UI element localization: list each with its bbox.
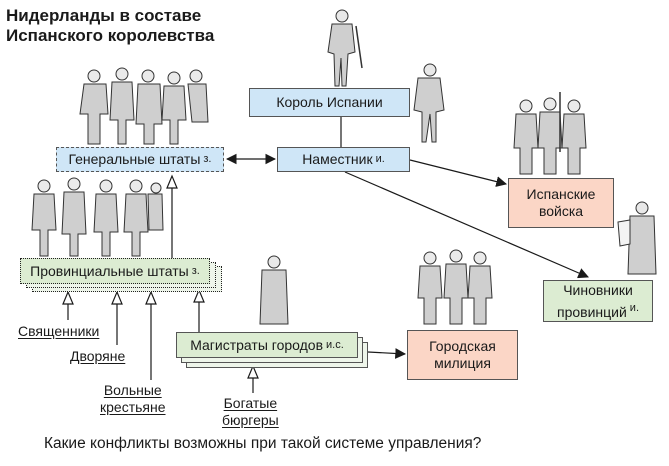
king-of-spain-box: Король Испании xyxy=(249,88,410,117)
free-peasants-line-2: крестьяне xyxy=(100,399,166,415)
rich-burghers-line-2: бюргеры xyxy=(222,412,279,428)
general-states-label: Генеральные штаты xyxy=(68,151,201,167)
namestnik-mark: и. xyxy=(375,153,385,165)
rich-burghers-line-1: Богатые xyxy=(223,395,278,411)
provincial-states-group-illustration xyxy=(31,177,164,257)
city-magistrates-label: Магистраты городов xyxy=(190,336,324,353)
clergy-arrowhead xyxy=(62,290,74,305)
provincial-states-mark: з. xyxy=(191,264,200,277)
title-line-2: Испанского королевства xyxy=(6,26,215,45)
general-states-mark: з. xyxy=(203,153,212,165)
namestnik-to-troops-arrow xyxy=(409,159,508,187)
nobles-label: Дворяне xyxy=(70,348,126,364)
provincial-to-general-arrowhead xyxy=(166,174,178,189)
militia-group-illustration xyxy=(417,249,493,325)
king-figure-illustration xyxy=(327,9,363,87)
discussion-question: Какие конфликты возможны при такой систе… xyxy=(44,435,482,452)
city-militia-line-2: милиция xyxy=(434,355,491,371)
general-states-group-illustration xyxy=(79,67,209,145)
city-militia-box: Городская милиция xyxy=(407,330,518,380)
namestnik-to-officials-arrow xyxy=(344,171,589,279)
burghers-arrowhead xyxy=(247,364,259,379)
title-line-1: Нидерланды в составе xyxy=(6,6,202,25)
diagram-title: Нидерланды в составе Испанского королевс… xyxy=(6,6,214,46)
nobles-arrowhead xyxy=(111,290,123,305)
clergy-label: Священники xyxy=(18,323,100,339)
magistrates-to-provincial-arrowhead xyxy=(193,288,205,303)
official-figure-illustration xyxy=(617,201,657,275)
city-magistrates-mark: и.с. xyxy=(326,338,344,351)
provincial-states-label: Провинциальные штаты xyxy=(30,262,189,279)
provincial-officials-line-1: Чиновники xyxy=(563,282,633,298)
provincial-officials-mark: и. xyxy=(629,302,639,314)
free-peasants-line-1: Вольные xyxy=(103,382,162,398)
spanish-troops-line-2: войска xyxy=(538,203,584,219)
namestnik-label: Наместник xyxy=(302,151,373,167)
spanish-troops-line-1: Испанские xyxy=(526,186,596,202)
namestnik-figure-illustration xyxy=(413,63,445,143)
magistrate-figure-illustration xyxy=(259,255,289,325)
peasants-arrowhead xyxy=(145,290,157,305)
spanish-troops-group-illustration xyxy=(513,92,587,175)
spanish-troops-box: Испанские войска xyxy=(508,178,614,228)
king-of-spain-label: Король Испании xyxy=(276,94,383,110)
free-peasants-label: Вольные крестьяне xyxy=(100,382,166,416)
provincial-officials-line-2-text: провинций xyxy=(556,304,627,320)
magistrates-to-militia-arrow xyxy=(367,348,407,359)
city-militia-line-1: Городская xyxy=(429,338,496,354)
rich-burghers-label: Богатые бюргеры xyxy=(222,395,279,429)
